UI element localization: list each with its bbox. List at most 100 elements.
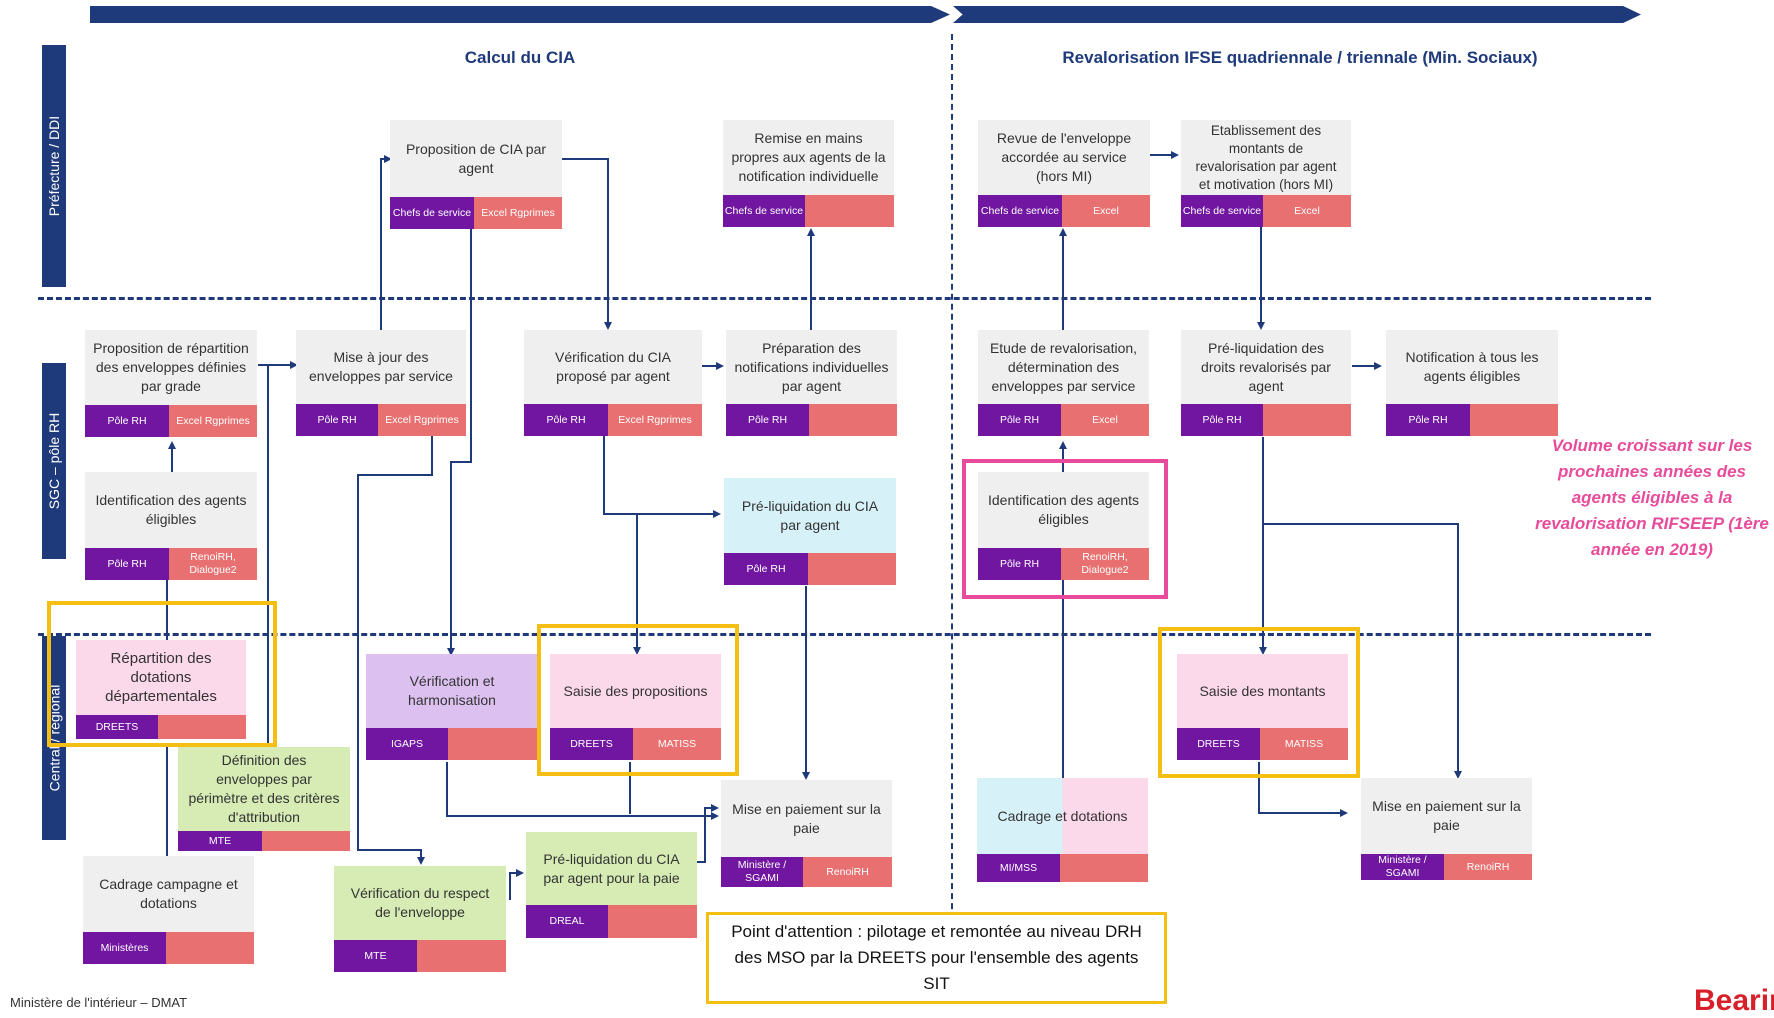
arrow-mise-a-jour-to-proposition-cia [380,155,392,330]
actor-tag: Pôle RH [524,404,608,436]
tool-tag: Excel Rgprimes [608,404,702,436]
highlight-repartition [47,601,277,747]
box-preparation-notif: Préparation des notifications individuel… [726,330,897,404]
lane-label-sgc: SGC – pôle RH [42,363,66,559]
box-notification-tous: Notification à tous les agents éligibles [1386,330,1558,404]
tool-tag [417,940,506,972]
actor-tag: Pôle RH [978,548,1061,580]
box-verification-harmonisation: Vérification et harmonisation [366,654,538,728]
actor-tag: Chefs de service [1181,195,1263,227]
box-etablissement-montants: Etablissement des montants de revalorisa… [1181,120,1351,195]
actor-tag: Pôle RH [1386,404,1470,436]
tool-tag: Excel Rgprimes [474,197,562,229]
volume-note: Volume croissant sur les prochaines anné… [1535,436,1769,559]
box-preliq-droits: Pré-liquidation des droits revalorisés p… [1181,330,1351,404]
tool-tag: MATISS [1260,728,1348,760]
box-verification-cia: Vérification du CIA proposé par agent [524,330,702,404]
actor-tag: MTE [334,940,417,972]
arrow-respect-to-preliq [509,869,524,900]
actor-tag: Pôle RH [296,404,378,436]
highlight-identification-right [962,459,1168,599]
tool-tag: RenoiRH [803,857,892,887]
box-cadrage-campagne: Cadrage campagne et dotations [83,856,254,932]
tool-tag [166,932,254,964]
tool-tag: Excel [1263,195,1351,227]
box-proposition-cia: Proposition de CIA par agent [390,120,562,197]
arrow-preliq-to-paiement [696,804,719,863]
box-cadrage-dotations: Cadrage et dotations [977,778,1148,854]
phase-title-cia: Calcul du CIA [464,48,576,67]
actor-tag: MI/MSS [977,854,1060,882]
arrow-mise-a-jour-to-respect [357,434,433,865]
phase-separator [951,34,953,989]
actor-tag: DREETS [1177,728,1260,760]
box-proposition-repartition: Proposition de répartition des enveloppe… [85,330,257,405]
actor-tag: IGAPS [366,728,448,760]
actor-tag: DREETS [76,715,158,739]
actor-tag: Ministères [83,932,166,964]
box-saisie-propositions: Saisie des propositions [550,654,721,728]
arrow-proposition-cia-to-harmonisation [447,228,472,656]
phase-title-ifse: Revalorisation IFSE quadriennale / trien… [1062,48,1538,67]
actor-tag: Ministère / SGAMI [1361,854,1444,880]
tool-tag: RenoiRH, Dialogue2 [1061,548,1149,580]
box-preliq-cia-paie: Pré-liquidation du CIA par agent pour la… [526,832,697,905]
highlight-saisie-propositions [537,624,739,776]
tool-tag: Excel Rgprimes [169,405,257,437]
footer-text: Ministère de l'intérieur – DMAT [10,995,188,1010]
box-identification-left: Identification des agents éligibles [85,472,257,548]
box-definition-enveloppes: Définition des enveloppes par périmètre … [178,747,350,831]
box-etude-revalorisation: Etude de revalorisation, détermination d… [978,330,1149,404]
brand-logo: BearingPo [1694,984,1774,1017]
actor-tag: Chefs de service [978,195,1062,227]
box-repartition-dotations: Répartition des dotations départementale… [76,640,246,715]
actor-tag: Pôle RH [85,548,169,580]
tool-tag: RenoiRH, Dialogue2 [169,548,257,580]
phase-chevron-right [953,6,1641,23]
actor-tag: DREAL [526,905,608,938]
actor-tag: Pôle RH [85,405,169,437]
box-identification-right: Identification des agents éligibles [978,472,1149,548]
lane-separator-2 [38,633,1651,636]
tool-tag [608,905,697,938]
lane-label-central: Central / régional [42,636,66,840]
tool-tag [158,715,246,739]
box-mise-a-jour: Mise à jour des enveloppes par service [296,330,466,404]
box-saisie-montants: Saisie des montants [1177,654,1348,728]
lane-separator-1 [38,297,1651,300]
tool-tag [1470,404,1558,436]
arrow-harmonisation-to-paiement [446,762,719,820]
box-preliq-cia: Pré-liquidation du CIA par agent [724,478,896,553]
actor-tag: MTE [178,831,262,851]
attention-note: Point d'attention : pilotage et remontée… [706,912,1167,1004]
box-remise-mains: Remise en mains propres aux agents de la… [723,120,894,195]
tool-tag [1060,854,1148,882]
tool-tag: Excel [1062,195,1150,227]
tool-tag [805,195,894,227]
tool-tag: Excel [1061,404,1149,436]
tool-tag [1263,404,1351,436]
arrow-saisie-to-mise-paiement-right [1258,762,1348,817]
actor-tag: Chefs de service [390,197,474,229]
lane-label-prefecture: Préfecture / DDI [42,45,66,287]
box-mise-paiement-right: Mise en paiement sur la paie [1361,778,1532,854]
box-revue-enveloppe: Revue de l'enveloppe accordée au service… [978,120,1150,195]
actor-tag: Pôle RH [726,404,809,436]
tool-tag [448,728,538,760]
arrow-verification-to-preliq-cia [603,434,721,518]
actor-tag: Pôle RH [1181,404,1263,436]
actor-tag: Pôle RH [978,404,1061,436]
tool-tag [808,553,896,585]
tool-tag: RenoiRH [1444,854,1532,880]
arrow-proposition-cia-to-verification [562,158,612,330]
box-mise-paiement-left: Mise en paiement sur la paie [721,780,892,857]
tool-tag: Excel Rgprimes [378,404,466,436]
actor-tag: Chefs de service [723,195,805,227]
actor-tag: Pôle RH [724,553,808,585]
highlight-saisie-montants [1158,627,1360,778]
actor-tag: DREETS [550,728,633,760]
tool-tag: MATISS [633,728,721,760]
phase-chevron-left [90,6,950,23]
box-verification-respect: Vérification du respect de l'enveloppe [334,866,506,940]
